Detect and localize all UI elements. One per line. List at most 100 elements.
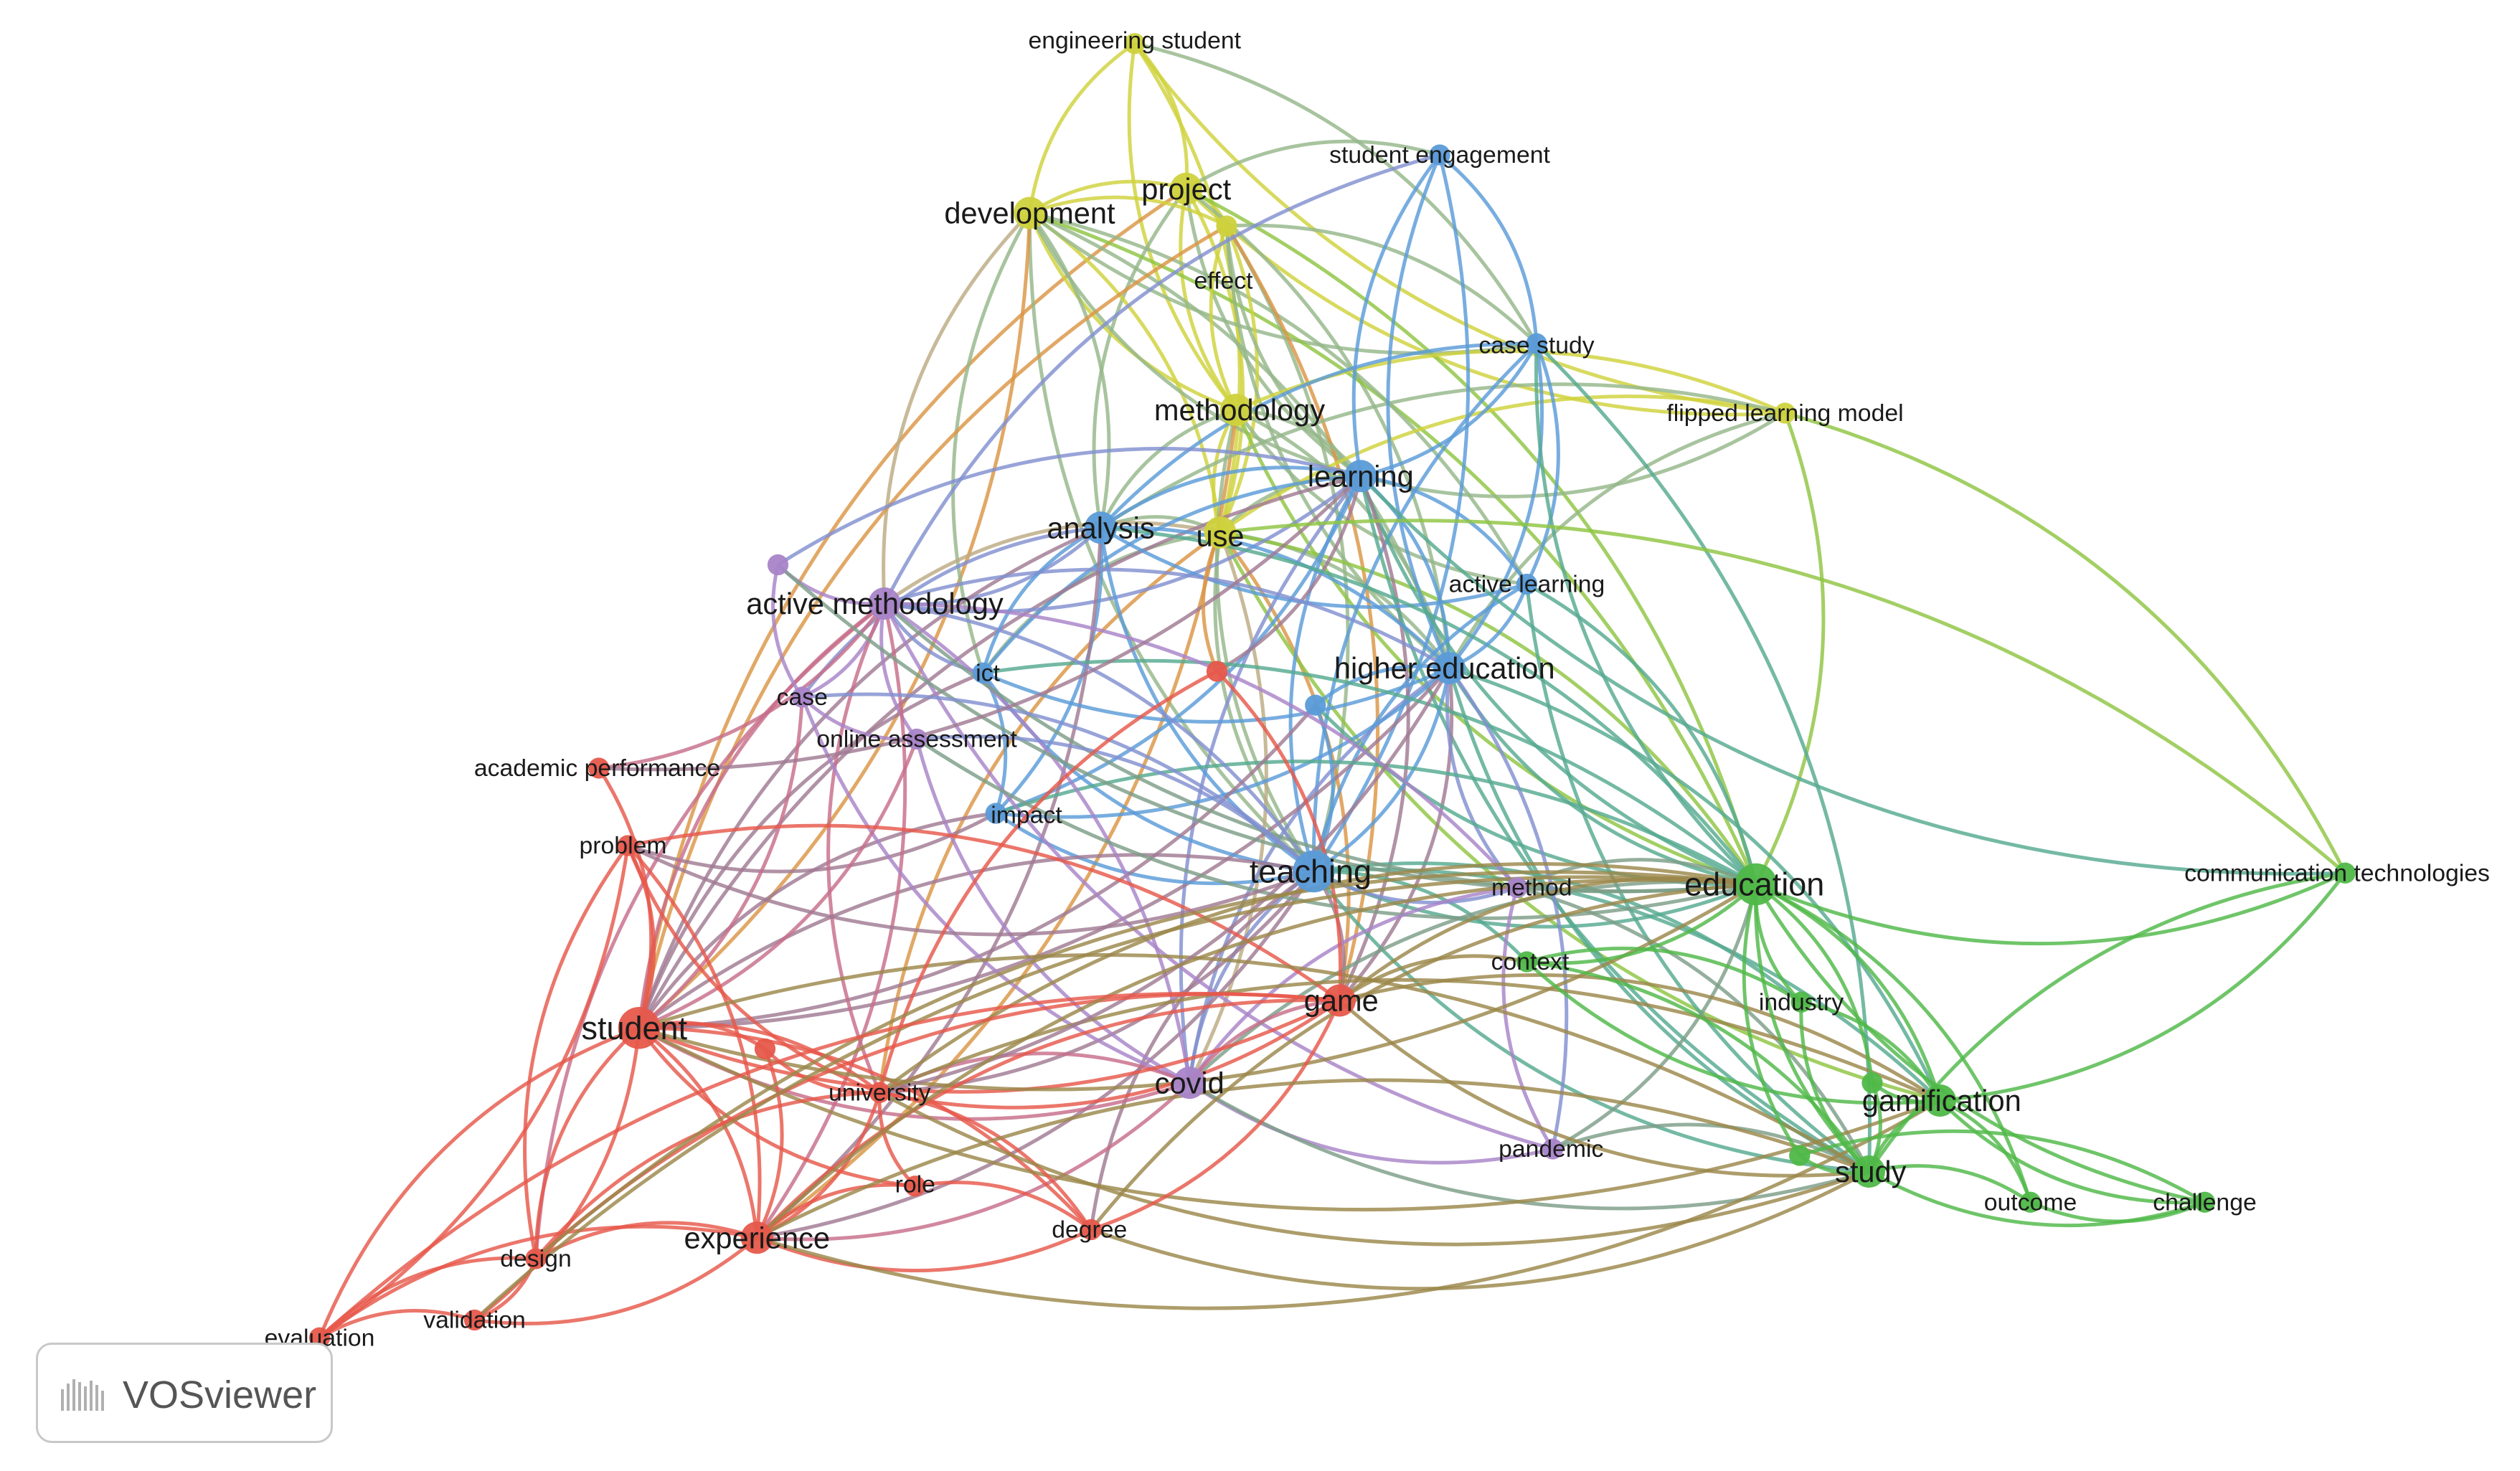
node-higher-education[interactable]	[1433, 652, 1466, 684]
node-development[interactable]	[1014, 197, 1046, 230]
label-impact[interactable]: impact	[991, 801, 1062, 828]
node-teaching[interactable]	[1293, 850, 1335, 893]
node-method[interactable]	[1506, 876, 1528, 899]
label-development[interactable]: development	[944, 197, 1115, 230]
label-online-assessment[interactable]: online assessment	[816, 726, 1017, 753]
label-study[interactable]: study	[1835, 1155, 1907, 1188]
node-industry[interactable]	[1790, 991, 1812, 1013]
node-problem[interactable]	[617, 835, 638, 856]
node-student[interactable]	[618, 1007, 661, 1049]
link-development-analysis	[1028, 212, 1111, 529]
label-method[interactable]: method	[1491, 874, 1572, 902]
node-university[interactable]	[869, 1082, 890, 1103]
node-ict[interactable]	[972, 662, 994, 684]
label-role[interactable]: role	[895, 1171, 935, 1198]
node-challenge[interactable]	[2194, 1191, 2216, 1213]
label-case[interactable]: case	[777, 684, 828, 711]
node-unlabeled-blue[interactable]	[1305, 694, 1326, 716]
node-impact[interactable]	[985, 803, 1006, 824]
label-degree[interactable]: degree	[1052, 1216, 1127, 1244]
label-methodology[interactable]: methodology	[1154, 393, 1325, 427]
label-active-methodology[interactable]: active methodology	[746, 587, 1004, 620]
node-communication-technologies[interactable]	[2334, 862, 2356, 884]
node-game[interactable]	[1323, 984, 1356, 1017]
node-covid[interactable]	[1173, 1066, 1206, 1099]
link-higher-education-ict	[982, 666, 1450, 724]
label-active-learning[interactable]: active learning	[1449, 571, 1605, 598]
node-active-methodology[interactable]	[868, 587, 901, 620]
label-engineering-student[interactable]: engineering student	[1029, 27, 1242, 54]
link-analysis-higher-education	[1100, 525, 1451, 670]
node-unlabeled-purple[interactable]	[767, 554, 789, 576]
label-outcome[interactable]: outcome	[1984, 1188, 2077, 1216]
node-case[interactable]	[791, 686, 813, 708]
label-higher-education[interactable]: higher education	[1334, 651, 1555, 685]
node-academic-performance[interactable]	[588, 757, 610, 779]
link-industry-gamification	[1801, 1000, 1942, 1102]
label-teaching[interactable]: teaching	[1250, 853, 1372, 890]
label-analysis[interactable]: analysis	[1047, 511, 1154, 544]
link-student-engagement-learning	[1351, 153, 1441, 477]
link-experience-gamification	[756, 1099, 1941, 1310]
link-covid-experience	[757, 1081, 1191, 1241]
node-validation[interactable]	[463, 1309, 486, 1331]
node-student-engagement[interactable]	[1429, 144, 1450, 166]
node-design[interactable]	[525, 1248, 547, 1269]
label-context[interactable]: context	[1491, 948, 1570, 975]
node-project[interactable]	[1170, 172, 1203, 205]
node-unlabeled-green-b[interactable]	[1789, 1145, 1811, 1166]
label-experience[interactable]: experience	[684, 1221, 830, 1254]
node-degree[interactable]	[1080, 1219, 1102, 1241]
node-unlabeled-red-a[interactable]	[1206, 661, 1228, 682]
node-role[interactable]	[905, 1176, 926, 1197]
label-flipped-learning-model[interactable]: flipped learning model	[1666, 399, 1903, 427]
link-unlabeled-purple-education	[776, 563, 1757, 894]
label-education[interactable]: education	[1684, 866, 1824, 903]
label-case-study[interactable]: case study	[1478, 332, 1594, 359]
label-validation[interactable]: validation	[423, 1307, 526, 1334]
node-analysis[interactable]	[1085, 511, 1117, 544]
node-education[interactable]	[1735, 863, 1778, 906]
label-gamification[interactable]: gamification	[1862, 1084, 2021, 1117]
label-covid[interactable]: covid	[1155, 1066, 1224, 1099]
node-outcome[interactable]	[2019, 1191, 2042, 1213]
label-academic-performance[interactable]: academic performance	[474, 755, 720, 782]
label-student[interactable]: student	[581, 1010, 687, 1046]
node-unlabeled-green-a[interactable]	[1861, 1072, 1883, 1094]
link-use-education	[1219, 531, 1758, 886]
label-design[interactable]: design	[500, 1245, 571, 1272]
node-online-assessment[interactable]	[906, 728, 928, 750]
node-use[interactable]	[1204, 516, 1237, 549]
label-use[interactable]: use	[1196, 519, 1244, 553]
label-communication-technologies[interactable]: communication technologies	[2184, 859, 2490, 886]
node-flipped-learning-model[interactable]	[1774, 402, 1796, 424]
label-challenge[interactable]: challenge	[2153, 1188, 2257, 1216]
label-student-engagement[interactable]: student engagement	[1329, 141, 1550, 169]
node-context[interactable]	[1516, 951, 1538, 973]
link-covid-game	[1188, 998, 1340, 1084]
label-effect[interactable]: effect	[1194, 268, 1254, 295]
label-pandemic[interactable]: pandemic	[1499, 1135, 1603, 1163]
node-experience[interactable]	[740, 1221, 773, 1254]
node-unlabeled-red-b[interactable]	[754, 1038, 776, 1060]
node-engineering-student[interactable]	[1124, 33, 1146, 55]
node-case-study[interactable]	[1526, 333, 1547, 354]
node-study[interactable]	[1853, 1155, 1885, 1188]
link-project-education	[1185, 187, 1758, 885]
label-project[interactable]: project	[1141, 172, 1231, 206]
node-active-learning[interactable]	[1516, 573, 1538, 595]
label-university[interactable]: university	[829, 1079, 931, 1106]
link-active-methodology-academic-performance	[598, 602, 887, 770]
node-learning[interactable]	[1344, 460, 1377, 493]
node-gamification[interactable]	[1924, 1084, 1956, 1117]
node-methodology[interactable]	[1220, 394, 1252, 426]
label-problem[interactable]: problem	[580, 832, 667, 859]
label-game[interactable]: game	[1304, 984, 1379, 1018]
node-effect[interactable]	[1216, 215, 1237, 237]
label-ict[interactable]: ict	[976, 659, 1000, 686]
label-industry[interactable]: industry	[1759, 988, 1844, 1016]
link-education-unlabeled-green-b	[1742, 884, 1801, 1157]
label-learning[interactable]: learning	[1308, 459, 1414, 493]
node-pandemic[interactable]	[1542, 1138, 1564, 1160]
